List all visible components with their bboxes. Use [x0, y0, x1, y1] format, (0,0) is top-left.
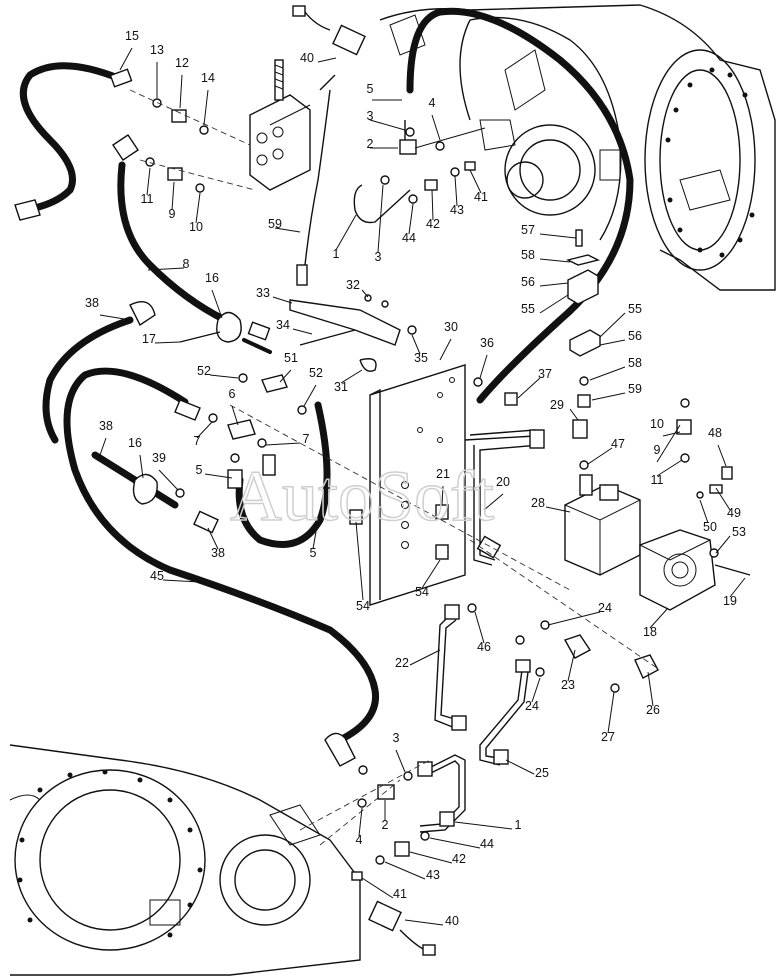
- callout-38: 38: [99, 419, 113, 433]
- callout-45: 45: [150, 569, 164, 583]
- callout-41: 41: [393, 887, 407, 901]
- callout-9: 9: [654, 443, 661, 457]
- callout-11: 11: [141, 192, 154, 206]
- callout-53: 53: [732, 525, 746, 539]
- callout-17: 17: [142, 332, 156, 346]
- callout-52: 52: [309, 366, 323, 380]
- callout-7: 7: [194, 434, 201, 448]
- callout-19: 19: [723, 594, 737, 608]
- callout-26: 26: [646, 703, 660, 717]
- callout-44: 44: [480, 837, 494, 851]
- callout-2: 2: [367, 137, 374, 151]
- callout-48: 48: [708, 426, 722, 440]
- callout-42: 42: [452, 852, 466, 866]
- callout-1: 1: [333, 247, 340, 261]
- callout-4: 4: [429, 96, 436, 110]
- callout-6: 6: [229, 387, 236, 401]
- callout-56: 56: [628, 329, 642, 343]
- callout-9: 9: [169, 207, 176, 221]
- callout-42: 42: [426, 217, 440, 231]
- callout-35: 35: [414, 351, 428, 365]
- callout-24: 24: [598, 601, 612, 615]
- callout-28: 28: [531, 496, 545, 510]
- callout-59: 59: [628, 382, 642, 396]
- callout-5: 5: [196, 463, 203, 477]
- callout-12: 12: [175, 56, 189, 70]
- callout-50: 50: [703, 520, 717, 534]
- callout-15: 15: [125, 29, 139, 43]
- callout-49: 49: [727, 506, 741, 520]
- callout-1: 1: [515, 818, 522, 832]
- callout-24: 24: [525, 699, 539, 713]
- callout-14: 14: [201, 71, 215, 85]
- callout-55: 55: [521, 302, 535, 316]
- callout-23: 23: [561, 678, 575, 692]
- callout-16: 16: [128, 436, 142, 450]
- hose-5-upper: [406, 7, 634, 404]
- callout-38: 38: [211, 546, 225, 560]
- callout-52: 52: [197, 364, 211, 378]
- callout-20: 20: [496, 475, 510, 489]
- callout-44: 44: [402, 231, 416, 245]
- callout-5: 5: [367, 82, 374, 96]
- fittings: [14, 5, 751, 956]
- hose-8: [117, 161, 229, 324]
- callout-40: 40: [445, 914, 459, 928]
- callout-43: 43: [450, 203, 464, 217]
- callout-3: 3: [367, 109, 374, 123]
- leader-lines: [99, 47, 746, 926]
- hose-38-upper: [42, 316, 134, 444]
- callout-10: 10: [650, 417, 664, 431]
- callout-labels: 1234540151312141191085934442434157585655…: [85, 29, 746, 928]
- callout-54: 54: [356, 599, 370, 613]
- callout-5: 5: [310, 546, 317, 560]
- callout-27: 27: [601, 730, 615, 744]
- callout-29: 29: [550, 398, 564, 412]
- callout-54: 54: [415, 585, 429, 599]
- callout-31: 31: [334, 380, 348, 394]
- callout-58: 58: [628, 356, 642, 370]
- hose-45: [63, 367, 380, 744]
- lower-axle-housing: [9, 744, 361, 976]
- callout-22: 22: [395, 656, 409, 670]
- callout-11: 11: [651, 473, 664, 487]
- callout-25: 25: [535, 766, 549, 780]
- hose-5-lower: [235, 401, 331, 548]
- callout-39: 39: [152, 451, 166, 465]
- callout-40: 40: [300, 51, 314, 65]
- callout-43: 43: [426, 868, 440, 882]
- callout-21: 21: [436, 467, 450, 481]
- hoses: [19, 7, 634, 744]
- callout-46: 46: [477, 640, 491, 654]
- callout-47: 47: [611, 437, 625, 451]
- callout-30: 30: [444, 320, 458, 334]
- callout-38: 38: [85, 296, 99, 310]
- callout-3: 3: [375, 250, 382, 264]
- callout-55: 55: [628, 302, 642, 316]
- upper-axle-housing: [379, 4, 776, 291]
- callout-36: 36: [480, 336, 494, 350]
- callout-7: 7: [303, 432, 310, 446]
- callout-56: 56: [521, 275, 535, 289]
- callout-51: 51: [284, 351, 298, 365]
- callout-2: 2: [382, 818, 389, 832]
- callout-16: 16: [205, 271, 219, 285]
- callout-33: 33: [256, 286, 270, 300]
- callout-57: 57: [521, 223, 535, 237]
- callout-13: 13: [150, 43, 164, 57]
- callout-34: 34: [276, 318, 290, 332]
- callout-18: 18: [643, 625, 657, 639]
- callout-32: 32: [346, 278, 360, 292]
- hose-15: [19, 62, 122, 214]
- callout-41: 41: [474, 190, 488, 204]
- callout-3: 3: [393, 731, 400, 745]
- callout-8: 8: [183, 257, 190, 271]
- callout-37: 37: [538, 367, 552, 381]
- callout-59: 59: [268, 217, 282, 231]
- callout-58: 58: [521, 248, 535, 262]
- watermark: AutoSoft: [230, 456, 494, 536]
- callout-10: 10: [189, 220, 203, 234]
- callout-4: 4: [356, 833, 363, 847]
